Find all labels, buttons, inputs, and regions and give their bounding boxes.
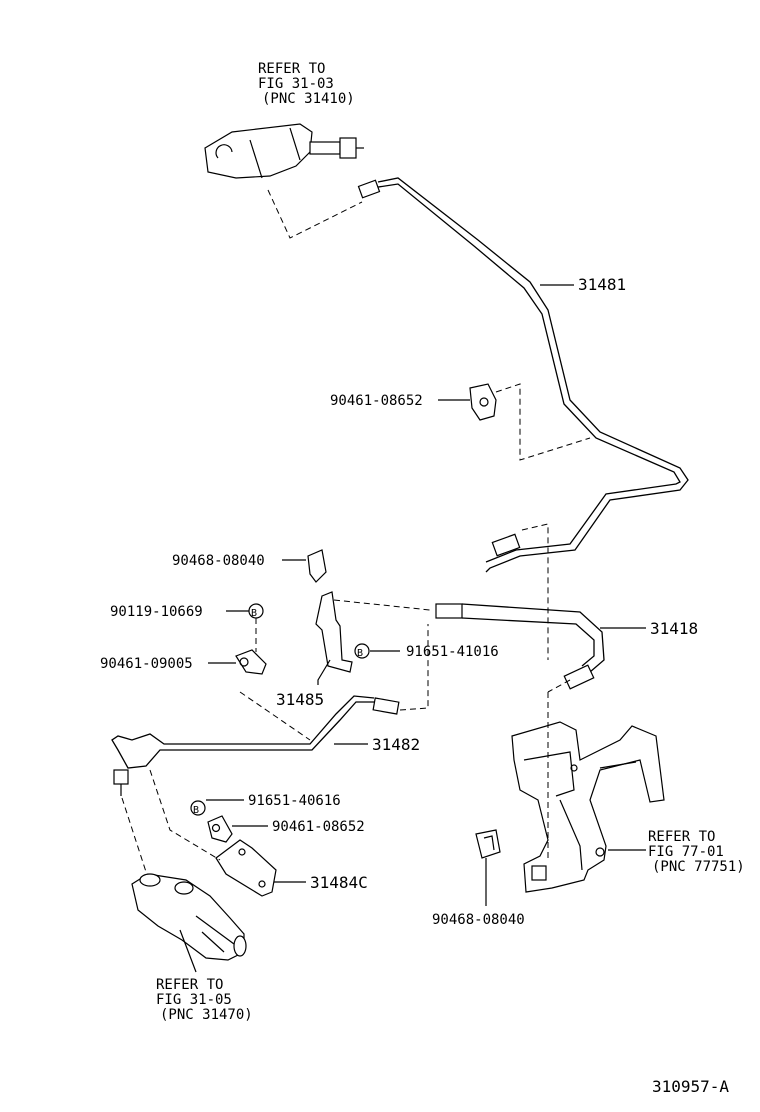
clip-90461-08652-top bbox=[469, 383, 497, 421]
part-31482: 31482 bbox=[372, 735, 420, 754]
leader-release-cyl-ref bbox=[179, 929, 197, 973]
bracket-31484c bbox=[215, 839, 277, 897]
clip-90468-08040-low bbox=[475, 829, 501, 859]
pipe-31481 bbox=[357, 177, 689, 573]
part-90461-08652-low: 90461-08652 bbox=[272, 819, 365, 835]
diagram-id: 310957-A bbox=[652, 1077, 729, 1096]
bolt-mark-b: B bbox=[357, 648, 363, 659]
pedal-bracket-assembly bbox=[511, 721, 665, 893]
bolt-mark-b: B bbox=[193, 805, 199, 816]
part-31418: 31418 bbox=[650, 619, 698, 638]
bolt-b-91651-40616: B bbox=[190, 800, 206, 816]
leader-bracket-to-hose bbox=[333, 599, 431, 611]
part-90461-09005: 90461-09005 bbox=[100, 656, 193, 672]
pipe-31482 bbox=[111, 695, 400, 796]
clip-90468-08040-top bbox=[307, 549, 327, 583]
leader-pipe-to-bracket bbox=[521, 523, 549, 660]
ref-top-line1: REFER TO bbox=[258, 61, 325, 77]
bolt-mark-b: B bbox=[251, 608, 257, 619]
ref-bottom-line3: (PNC 31470) bbox=[160, 1007, 253, 1023]
part-90468-08040-top: 90468-08040 bbox=[172, 553, 265, 569]
part-31484c: 31484C bbox=[310, 873, 368, 892]
leader-31482-to-clamp bbox=[239, 691, 311, 741]
ref-right-line3: (PNC 77751) bbox=[652, 859, 745, 875]
ref-bottom-line2: FIG 31-05 bbox=[156, 992, 232, 1008]
ref-top-line2: FIG 31-03 bbox=[258, 76, 334, 92]
clutch-master-cylinder bbox=[204, 123, 364, 179]
leader-31485 bbox=[317, 659, 331, 685]
leader-bracket-to-pipe bbox=[399, 624, 429, 711]
leader-clip-top bbox=[495, 383, 591, 461]
part-91651-41016: 91651-41016 bbox=[406, 644, 499, 660]
ref-top-line3: (PNC 31410) bbox=[262, 91, 355, 107]
bolt-b-90119: B bbox=[248, 603, 264, 619]
part-90119-10669: 90119-10669 bbox=[110, 604, 203, 620]
part-31485: 31485 bbox=[276, 690, 324, 709]
leader-pipe-to-lower-bracket bbox=[149, 769, 221, 861]
part-31481: 31481 bbox=[578, 275, 626, 294]
part-90468-08040-low: 90468-08040 bbox=[432, 912, 525, 928]
ref-right-line1: REFER TO bbox=[648, 829, 715, 845]
part-91651-40616: 91651-40616 bbox=[248, 793, 341, 809]
clamp-90461-09005 bbox=[235, 649, 267, 675]
ref-bottom-line1: REFER TO bbox=[156, 977, 223, 993]
flexible-hose-31418 bbox=[435, 603, 605, 690]
bolt-b-91651-41016: B bbox=[354, 643, 370, 659]
bracket-31485 bbox=[315, 591, 353, 673]
ref-right-line2: FIG 77-01 bbox=[648, 844, 724, 860]
clutch-release-cylinder bbox=[131, 873, 247, 961]
leader-pipe-to-release-cyl bbox=[121, 797, 149, 879]
leader-master-to-pipe bbox=[267, 189, 363, 239]
part-90461-08652-top: 90461-08652 bbox=[330, 393, 423, 409]
leader-hose-to-bracket bbox=[547, 679, 571, 693]
clamp-90461-08652-low bbox=[207, 815, 233, 843]
